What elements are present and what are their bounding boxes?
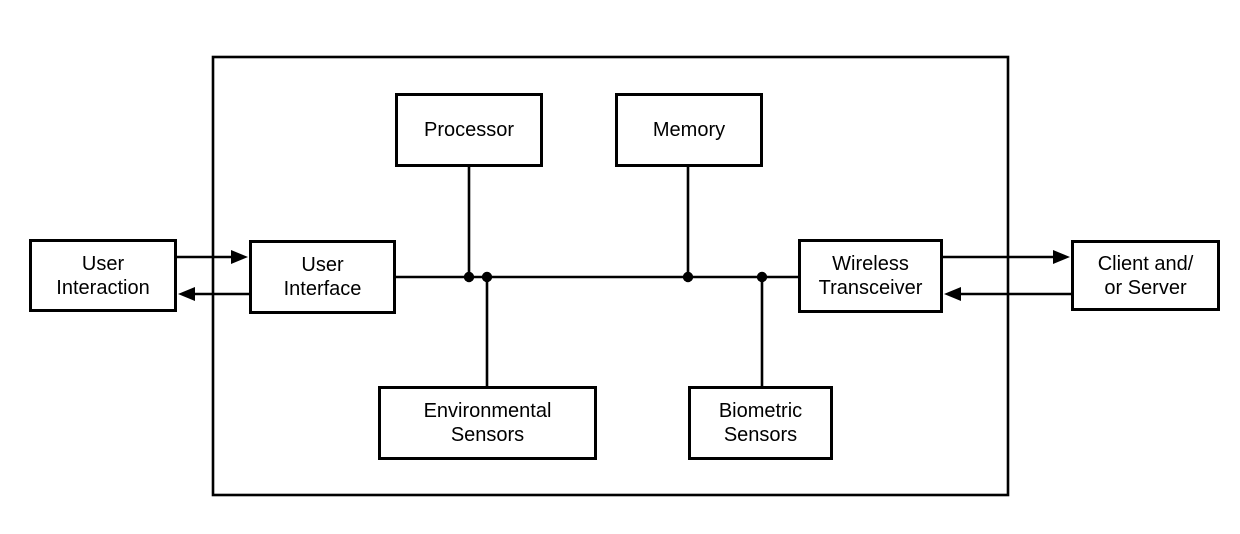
node-label-line: Interface <box>283 278 362 300</box>
arrowhead-left-icon <box>944 287 961 301</box>
device-enclosure-outline <box>211 55 1010 497</box>
arrowhead-left-icon <box>178 287 195 301</box>
node-label-line: Memory <box>652 119 726 141</box>
junction-dot-environmental-sensors <box>481 271 493 283</box>
node-label-line: User <box>301 254 344 276</box>
node-label-line: Transceiver <box>818 277 923 299</box>
junction-dot-memory <box>682 271 694 283</box>
node-user-interaction: User Interaction <box>29 239 177 312</box>
node-label-line: Interaction <box>56 276 150 299</box>
node-user-interface: User Interface <box>249 240 396 314</box>
node-label-line: Biometric <box>718 400 803 422</box>
node-label-line: Processor <box>423 119 515 141</box>
node-processor: Processor <box>395 93 543 167</box>
node-wireless-transceiver: Wireless Transceiver <box>798 239 943 313</box>
node-label-line: Wireless <box>832 253 909 275</box>
junction-dot-processor <box>463 271 475 283</box>
node-label-line: or Server <box>1104 276 1187 299</box>
arrowhead-right-icon <box>1053 250 1070 264</box>
node-label-line: Sensors <box>723 424 798 446</box>
node-label-line: Sensors <box>450 424 525 446</box>
arrowhead-right-icon <box>231 250 248 264</box>
node-environmental-sensors: Environmental Sensors <box>378 386 597 460</box>
junction-dot-biometric-sensors <box>756 271 768 283</box>
node-label-line: Client and/ <box>1097 252 1194 275</box>
node-client-server: Client and/ or Server <box>1071 240 1220 311</box>
node-memory: Memory <box>615 93 763 167</box>
node-label-line: User <box>81 252 125 275</box>
node-label-line: Environmental <box>423 400 552 422</box>
node-biometric-sensors: Biometric Sensors <box>688 386 833 460</box>
